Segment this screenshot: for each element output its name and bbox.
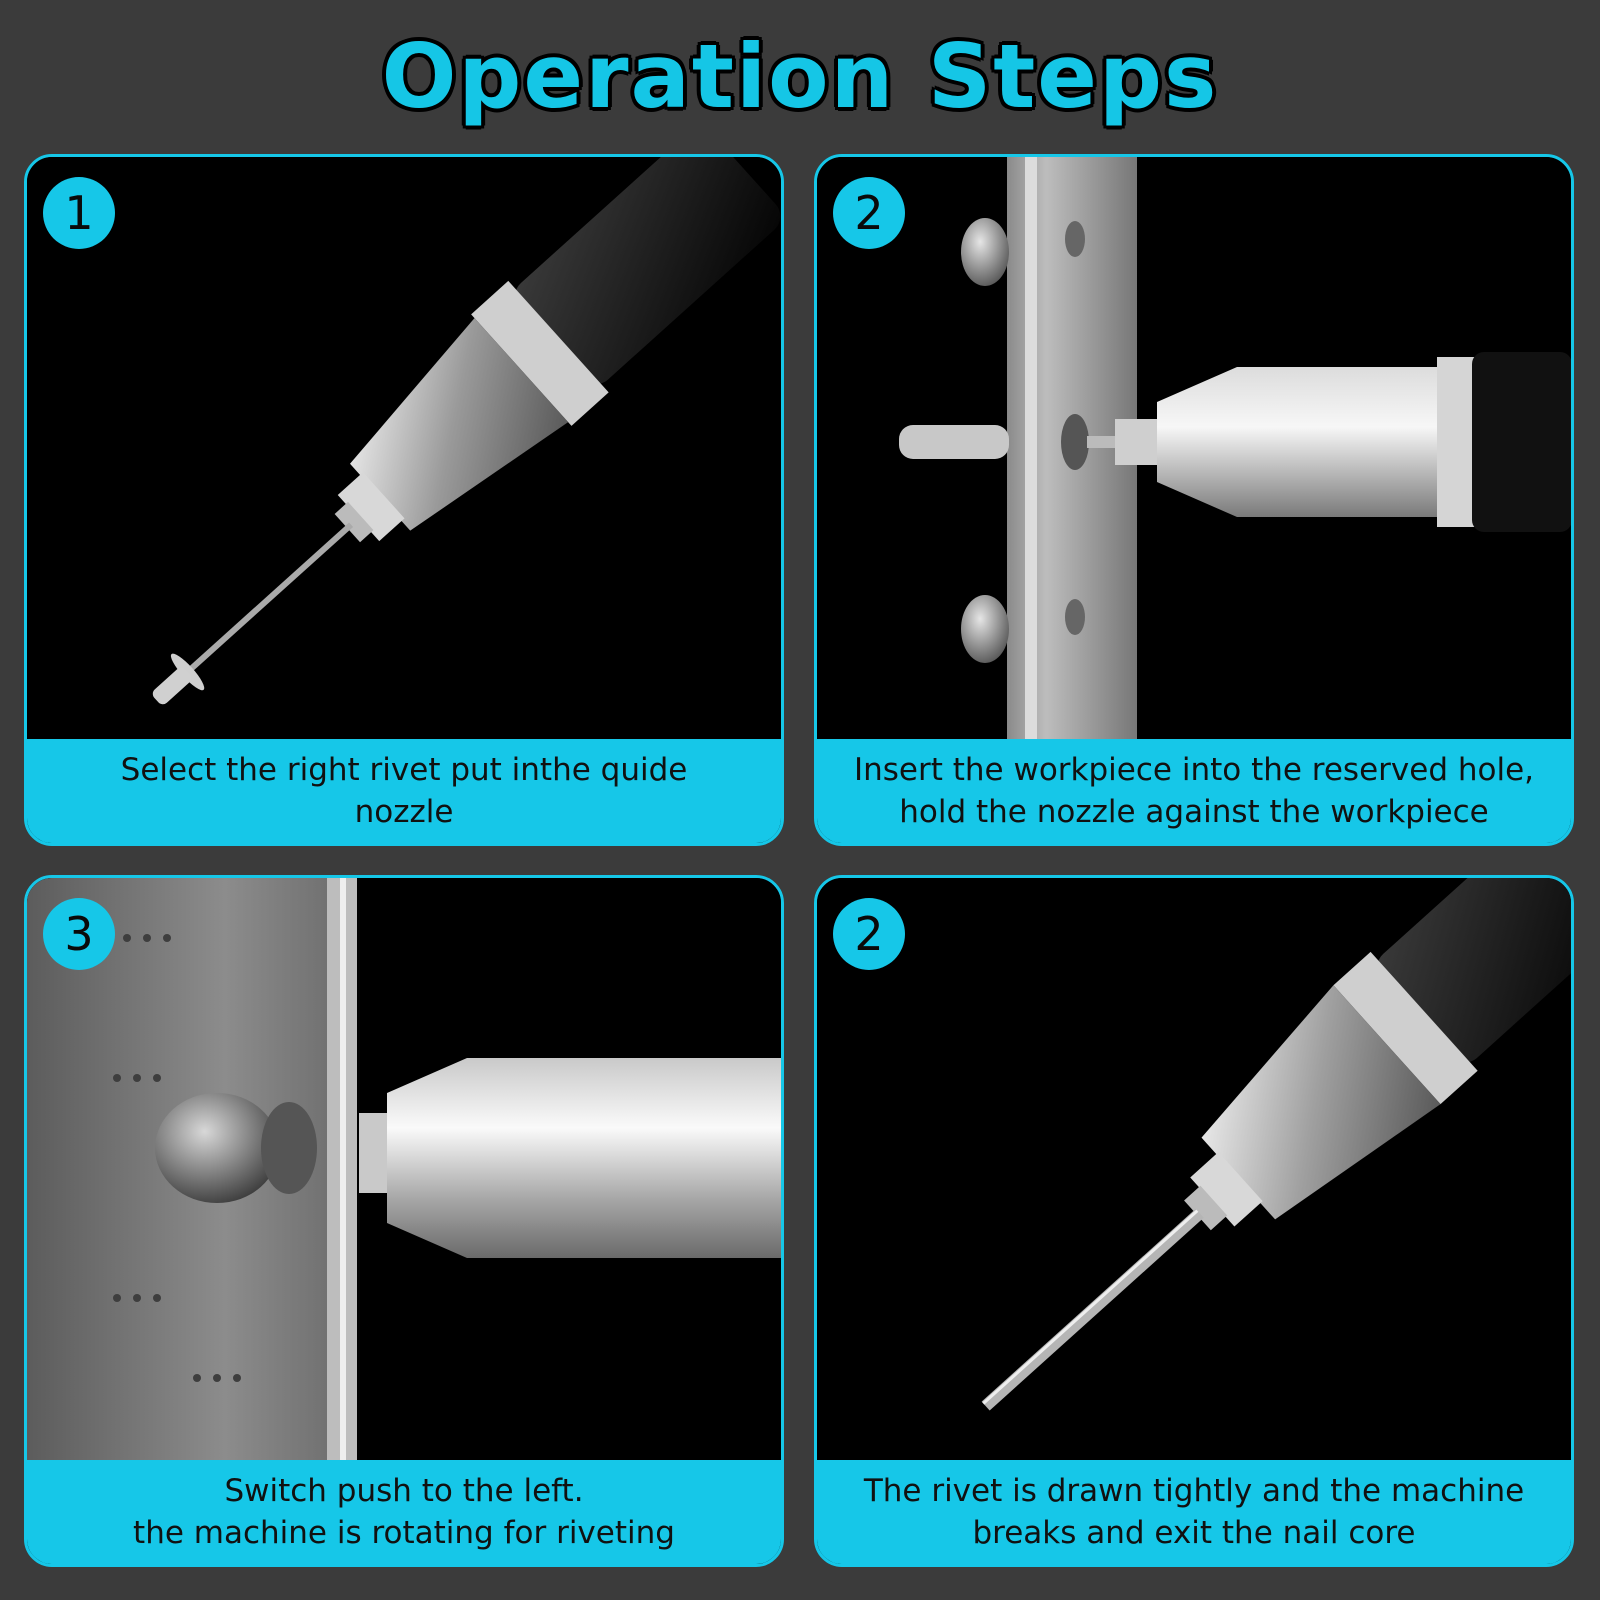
step-caption: The rivet is drawn tightly and the machi… xyxy=(817,1460,1571,1564)
step-card-2: 2 Insert the workpiece into the reserved… xyxy=(814,154,1574,846)
riveting-closeup-photo xyxy=(27,878,781,1460)
page-title: Operation Steps xyxy=(381,25,1219,128)
step-card-3: 3 Switch push to the left. the machine i… xyxy=(24,875,784,1567)
nail-core-exit-photo xyxy=(817,878,1571,1460)
step-number-badge: 1 xyxy=(43,177,115,249)
rivet-gun-rivet-photo xyxy=(27,157,781,739)
step-caption: Switch push to the left. the machine is … xyxy=(27,1460,781,1564)
step-card-4: 2 The rivet is drawn tightly and the mac… xyxy=(814,875,1574,1567)
step-caption: Select the right rivet put inthe quide n… xyxy=(27,739,781,843)
workpiece-nozzle-photo xyxy=(817,157,1571,739)
step-card-1: 1 Select the right rivet put inthe quide… xyxy=(24,154,784,846)
step-number-badge: 3 xyxy=(43,898,115,970)
step-number-badge: 2 xyxy=(833,898,905,970)
step-caption: Insert the workpiece into the reserved h… xyxy=(817,739,1571,843)
step-number-badge: 2 xyxy=(833,177,905,249)
